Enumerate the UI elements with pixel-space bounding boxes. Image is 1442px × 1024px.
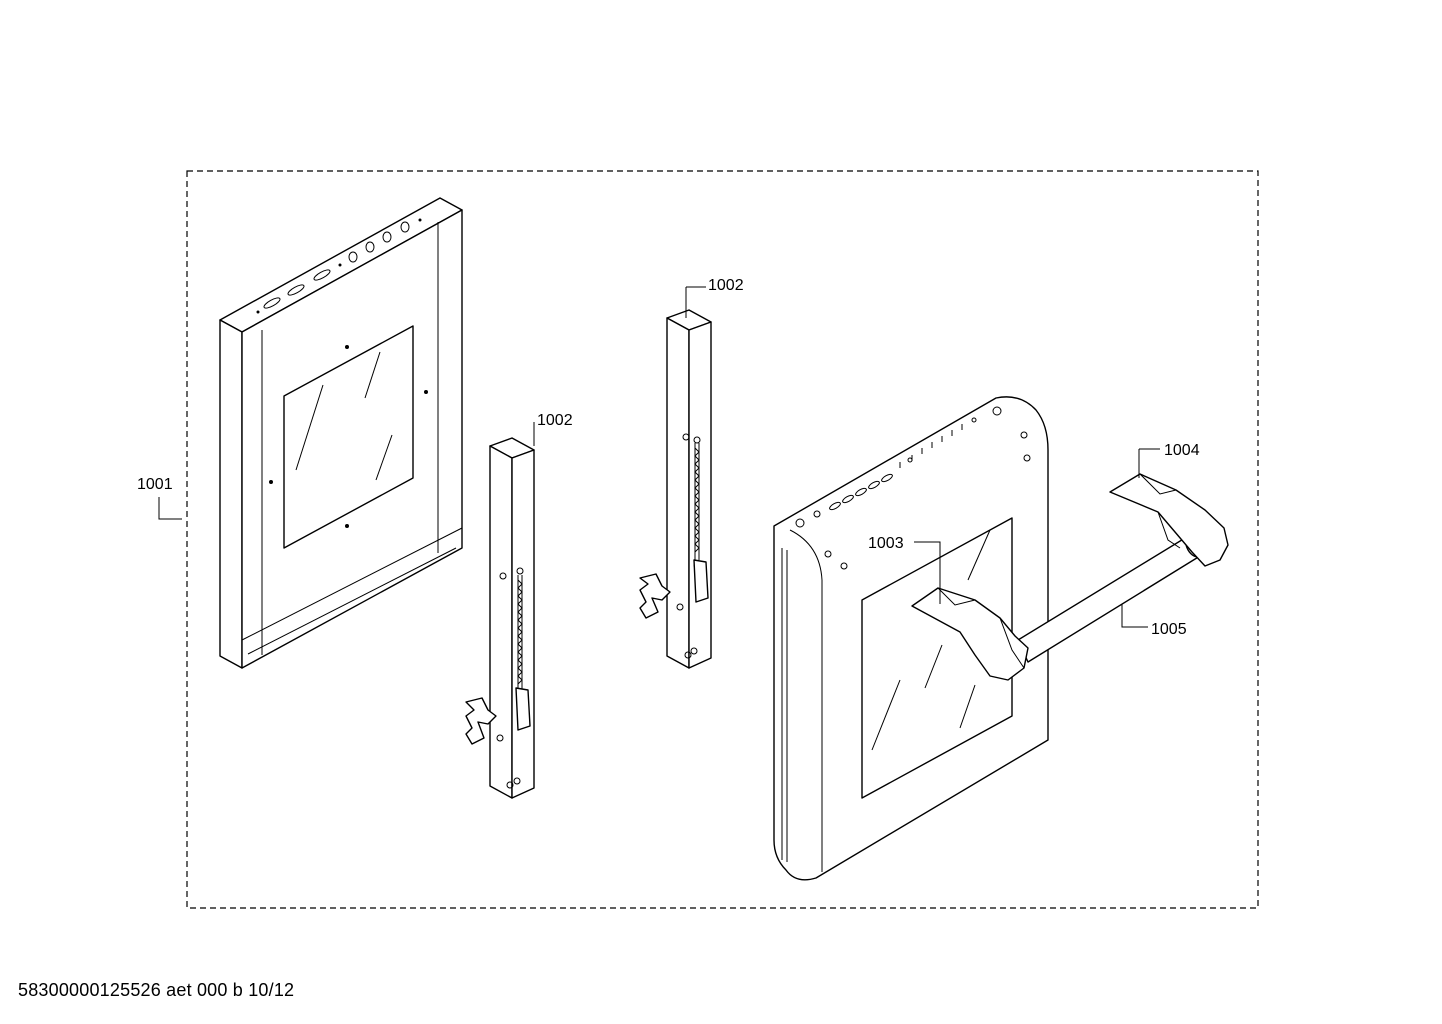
label-1005: 1005	[1151, 621, 1187, 638]
outer-door	[773, 396, 1049, 881]
label-1003: 1003	[868, 535, 904, 552]
leader-1005	[1121, 604, 1148, 628]
leader-1004	[1138, 448, 1160, 478]
hinge-right	[639, 309, 712, 669]
hinge-left	[465, 437, 535, 799]
assembly-boundary	[186, 170, 1259, 909]
label-1004: 1004	[1164, 442, 1200, 459]
leader-1001	[158, 497, 182, 520]
label-1002-right: 1002	[708, 277, 744, 294]
leader-1002-right	[685, 286, 706, 318]
drawing-reference-footer: 58300000125526 aet 000 b 10/12	[18, 980, 295, 1000]
leader-1003	[914, 541, 941, 604]
label-1002-left: 1002	[537, 412, 573, 429]
door-inner-panel	[219, 197, 463, 669]
label-1001: 1001	[137, 476, 173, 493]
handle-assembly	[911, 473, 1229, 681]
